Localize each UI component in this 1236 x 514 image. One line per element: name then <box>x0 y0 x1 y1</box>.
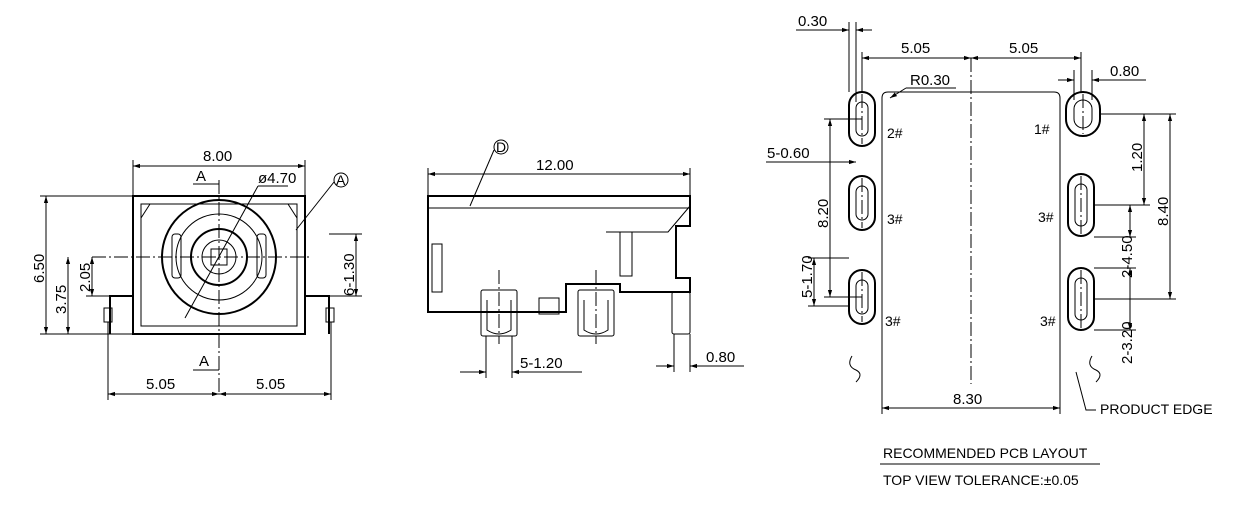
front-inner-outline <box>140 203 298 327</box>
side-latch <box>606 205 691 233</box>
side-terminal-2 <box>577 270 615 344</box>
dim-5-060-label: 5-0.60 <box>767 145 810 162</box>
pcb-pad-3c <box>1067 173 1095 237</box>
callout-a-circle <box>333 172 349 188</box>
caption-line1: RECOMMENDED PCB LAYOUT <box>883 445 1088 461</box>
caption-line2: TOP VIEW TOLERANCE:±0.05 <box>883 472 1079 488</box>
diameter-leader <box>184 185 259 319</box>
front-chamfer-left <box>140 203 151 219</box>
dim-right-half-label: 5.05 <box>1009 40 1038 57</box>
dim-840-label: 8.40 <box>1155 197 1172 226</box>
pcb-pad-1 <box>1065 91 1101 137</box>
break-mark-right <box>1089 355 1101 383</box>
pin-label-2: 2# <box>887 125 903 141</box>
dim-width-label: 8.00 <box>203 148 232 165</box>
pin-label-1: 1# <box>1034 121 1050 137</box>
pin-label-3b: 3# <box>885 313 901 329</box>
front-tail-right <box>305 295 330 334</box>
dim-diameter-label: ø4.70 <box>258 170 296 187</box>
front-tail-left <box>109 295 133 334</box>
side-body-outline <box>427 195 691 313</box>
product-edge-label: PRODUCT EDGE <box>1100 401 1213 417</box>
callout-d-label: D <box>496 139 506 155</box>
dim-tail-label: 0.80 <box>706 349 735 366</box>
break-mark-left <box>849 355 861 383</box>
dim-030-label: 0.30 <box>798 13 827 30</box>
dim-length-label: 12.00 <box>536 157 574 174</box>
pcb-pad-3a <box>848 175 876 231</box>
dim-right-pitch-label: 5.05 <box>256 376 285 393</box>
radius-leader <box>889 87 907 99</box>
front-chamfer-right <box>287 203 298 219</box>
socket-spring-left <box>171 233 182 279</box>
side-window <box>538 297 560 315</box>
side-terminal-3 <box>671 291 691 335</box>
dim-2-450-label: 2-4.50 <box>1119 235 1136 278</box>
dim-pin-width-label: 6-1.30 <box>341 253 358 296</box>
side-end-detail <box>431 243 443 293</box>
dim-820-label: 8.20 <box>815 199 832 228</box>
section-label-bottom: A <box>199 353 209 370</box>
dim-left-pitch-label: 5.05 <box>146 376 175 393</box>
dim-side-pin-width-label: 5-1.20 <box>520 355 563 372</box>
callout-d-circle <box>493 139 509 155</box>
pin-label-3a: 3# <box>887 211 903 227</box>
section-label-top: A <box>196 168 206 185</box>
front-tail-right-foot <box>325 307 335 323</box>
pin-label-3c: 3# <box>1038 209 1054 225</box>
side-view: 12.00 D 5-1.20 <box>427 139 744 378</box>
dim-205-label: 2.05 <box>77 263 94 292</box>
dim-radius-label: R0.30 <box>910 72 950 89</box>
callout-a-leader <box>295 181 335 231</box>
side-terminal-1 <box>480 270 518 344</box>
dim-120-label: 1.20 <box>1129 143 1146 172</box>
side-latch-block <box>619 231 633 277</box>
product-edge-leader <box>1075 371 1096 411</box>
dim-2-320-label: 2-3.20 <box>1119 321 1136 364</box>
callout-d-leader <box>469 149 495 207</box>
pcb-layout: 2# 3# 3# 1# 3# 3# 0.30 5.05 5.05 R0.30 0… <box>766 13 1213 488</box>
socket-spring-right <box>256 233 267 279</box>
pcb-pad-3d <box>1067 267 1095 331</box>
callout-a-label: A <box>336 172 346 188</box>
dim-height-label: 6.50 <box>31 254 48 283</box>
front-view: A A 8.00 ø4.70 A 6.50 3.75 2.05 6-1.30 <box>31 148 362 400</box>
dim-080-label: 0.80 <box>1110 63 1139 80</box>
dim-left-half-label: 5.05 <box>901 40 930 57</box>
dim-375-label: 3.75 <box>53 285 70 314</box>
pin-label-3d: 3# <box>1040 313 1056 329</box>
dim-5-170-label: 5-1.70 <box>799 255 816 298</box>
dim-830-label: 8.30 <box>953 391 982 408</box>
